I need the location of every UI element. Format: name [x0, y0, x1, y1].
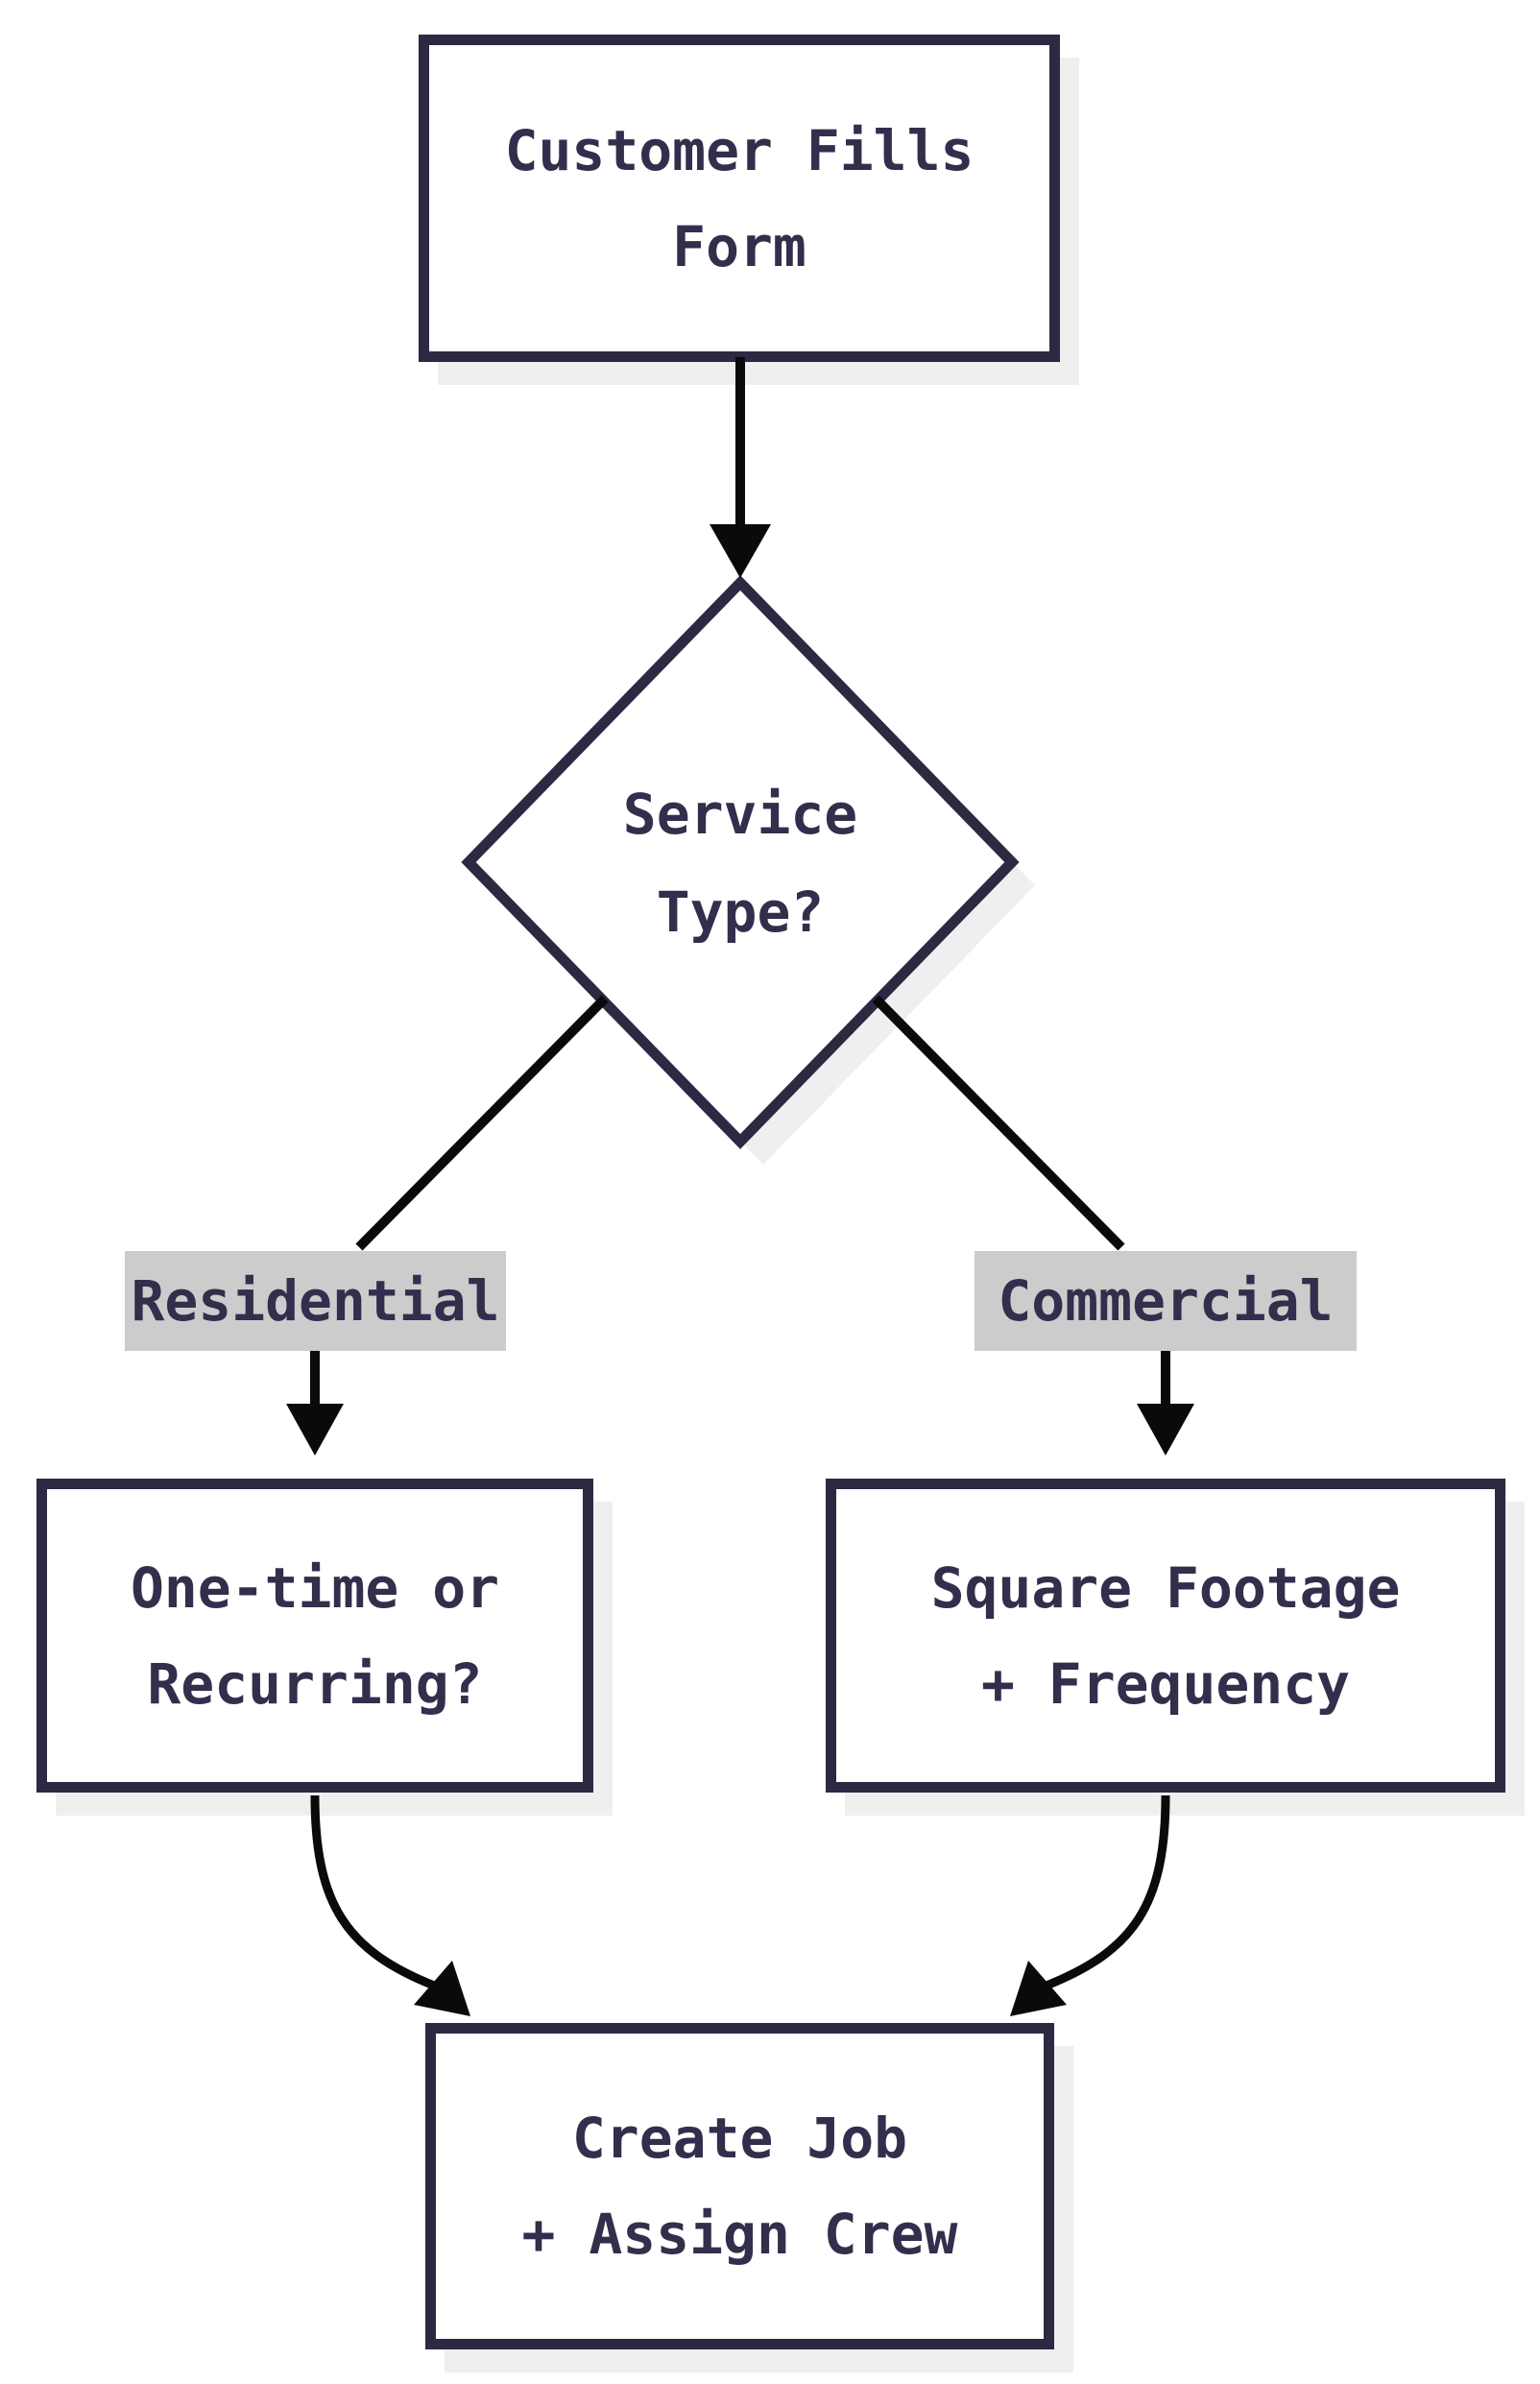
edge-start-to-decision — [710, 357, 771, 578]
edge-label-text: Residential — [131, 1268, 500, 1334]
node-text-line: + Assign Crew — [521, 2202, 958, 2267]
node-text-line: + Frequency — [980, 1650, 1351, 1717]
node-text-line: Customer Fills — [504, 117, 975, 183]
node-text-line: One-time or — [130, 1554, 500, 1621]
node-text-line: Recurring? — [147, 1650, 483, 1717]
node-square-footage-frequency: Square Footage + Frequency — [826, 1479, 1505, 1793]
arrowhead-diagonal-icon — [414, 1961, 470, 2016]
arrowhead-down-icon — [710, 524, 771, 578]
arrowhead-down-icon — [286, 1404, 344, 1456]
node-text-line: Service — [622, 782, 858, 847]
node-one-time-or-recurring: One-time or Recurring? — [36, 1479, 593, 1793]
node-create-job-assign-crew: Create Job + Assign Crew — [425, 2023, 1054, 2349]
decision-service-type: Service Type? — [469, 589, 1012, 1138]
edge-commercial-to-box — [1137, 1351, 1194, 1456]
edge-commercial-box-to-end — [1010, 1794, 1170, 2016]
edge-label-residential: Residential — [125, 1251, 506, 1351]
arrowhead-down-icon — [1137, 1404, 1194, 1456]
node-text-line: Type? — [656, 879, 825, 945]
arrowhead-diagonal-icon — [1010, 1961, 1067, 2016]
edge-label-commercial: Commercial — [975, 1251, 1357, 1351]
node-text-line: Create Job — [571, 2106, 908, 2171]
node-text-line: Square Footage — [930, 1554, 1401, 1621]
node-text-line: Form — [672, 213, 806, 279]
edge-residential-box-to-end — [310, 1794, 470, 2016]
edge-label-text: Commercial — [998, 1268, 1334, 1334]
edge-residential-to-box — [286, 1351, 344, 1456]
edge-curve — [1045, 1794, 1170, 1990]
node-customer-fills-form: Customer Fills Form — [419, 35, 1060, 362]
edge-curve — [310, 1794, 436, 1990]
